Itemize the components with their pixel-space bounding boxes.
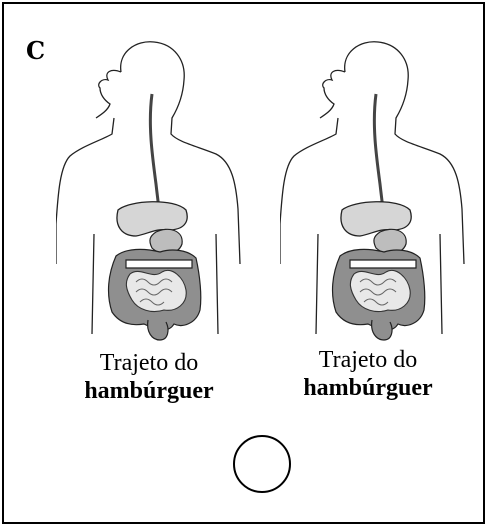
caption-left-line2: hambúrguer bbox=[59, 378, 239, 406]
diagram-panel: C Trajeto do hambúrguer Trajeto do h bbox=[2, 2, 485, 524]
digestive-system-illustration-left bbox=[56, 34, 241, 344]
caption-right-line1: Trajeto do bbox=[278, 347, 458, 375]
panel-letter: C bbox=[26, 36, 45, 65]
rectum bbox=[372, 320, 392, 340]
rectum bbox=[148, 320, 168, 340]
liver bbox=[341, 202, 411, 236]
caption-left-line1: Trajeto do bbox=[59, 350, 239, 378]
caption-right: Trajeto do hambúrguer bbox=[278, 347, 458, 402]
caption-right-line2: hambúrguer bbox=[278, 375, 458, 403]
digestive-system-illustration-right bbox=[280, 34, 465, 344]
liver bbox=[117, 202, 187, 236]
answer-circle[interactable] bbox=[233, 435, 291, 493]
caption-left: Trajeto do hambúrguer bbox=[59, 350, 239, 405]
